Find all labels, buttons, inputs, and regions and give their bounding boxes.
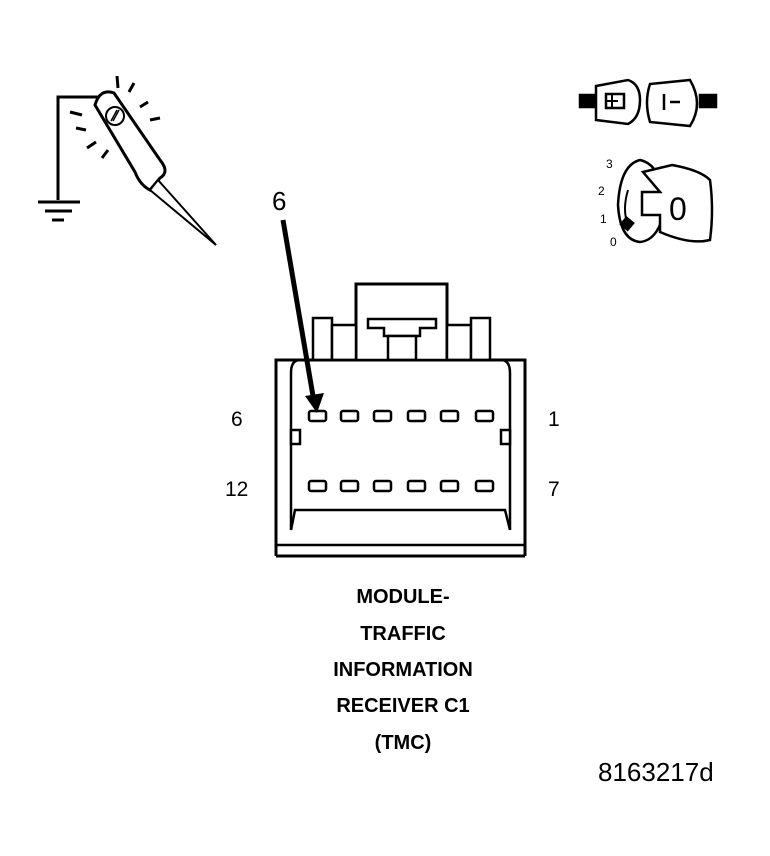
pin-cavity [372,409,393,423]
caption-line: TRAFFIC [360,623,446,645]
connector-disconnected-icon [578,78,718,128]
caption-line: RECEIVER C1 [336,695,469,717]
pin-cavity [372,479,393,493]
pin-cavity [406,479,427,493]
ignition-position-2: 2 [598,184,605,198]
pin-cavity [307,409,328,423]
figure-id: 8163217d [598,757,714,787]
pin-cavity [439,409,460,423]
pin-label-bottom-left: 12 [225,478,248,501]
caption-line: (TMC) [375,732,432,754]
pin-label-top-right: 1 [548,408,560,431]
pin-row-bottom [307,479,495,493]
ignition-position-3: 3 [606,157,613,171]
pin-cavity [406,409,427,423]
pin-cavity [339,409,360,423]
pointer-arrow [280,219,324,413]
connector-body [274,282,527,558]
connector-caption: MODULE- TRAFFIC INFORMATION RECEIVER C1 … [333,586,473,754]
ignition-key-label: 0 [669,191,687,227]
pin-label-bottom-right: 7 [548,478,560,501]
pin-cavity [307,479,328,493]
pointer-label: 6 [272,186,286,216]
pin-cavity [439,479,460,493]
ignition-position-0: 0 [610,235,617,249]
caption-line: MODULE- [356,586,449,608]
caption-line: INFORMATION [333,659,473,681]
ignition-position-1: 1 [600,212,607,226]
ground-probe-icon [38,75,217,246]
pin-label-top-left: 6 [231,408,243,431]
pin-cavity [474,479,495,493]
pin-cavity [339,479,360,493]
pin-row-top [307,409,495,423]
pin-cavity [474,409,495,423]
ignition-off-icon: 3 2 1 0 0 [598,157,714,249]
